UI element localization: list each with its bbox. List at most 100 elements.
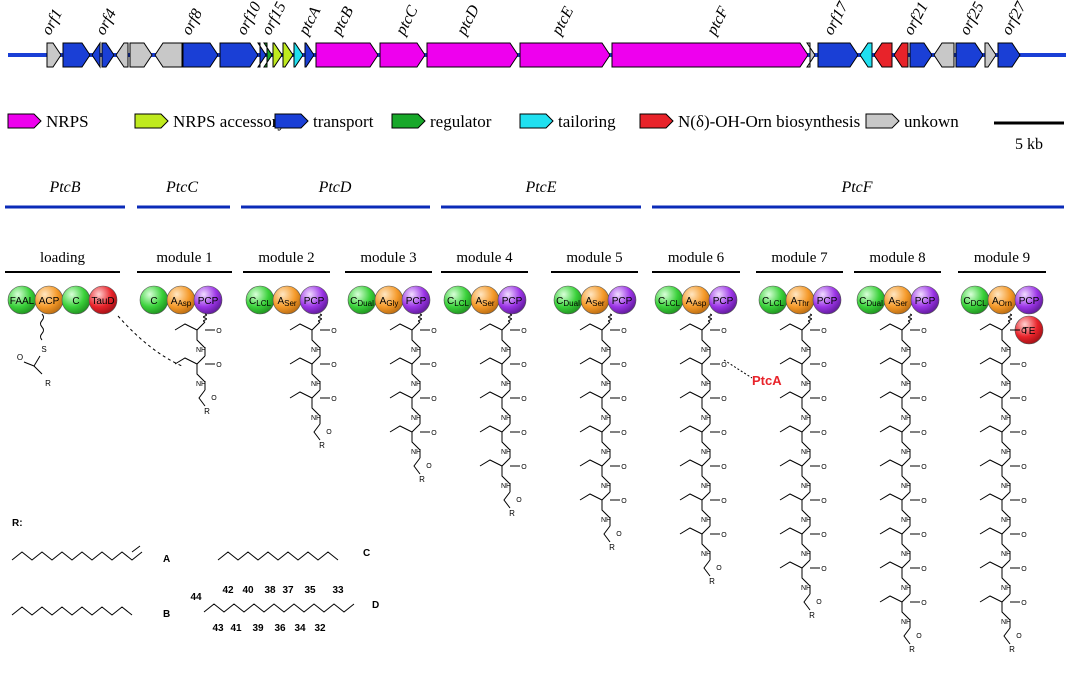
atom-label: NH — [901, 415, 911, 422]
atom-label: NH — [1001, 347, 1011, 354]
orf-label: orf25 — [957, 0, 988, 38]
atom-label: NH — [411, 381, 421, 388]
backbone-bond — [901, 559, 911, 594]
ppant-link — [1008, 313, 1012, 323]
atom-label: NH — [801, 415, 811, 422]
legend-swatch — [639, 113, 674, 129]
atom-label: NH — [701, 449, 711, 456]
orf-label: ptcA — [295, 4, 324, 39]
carbon-number: 33 — [332, 585, 344, 596]
backbone-bond — [1001, 321, 1011, 356]
atom-label: O — [1021, 566, 1027, 573]
atom-label: NH — [801, 551, 811, 558]
atom-label: O — [431, 362, 437, 369]
atom-label: R — [419, 475, 425, 484]
side-chain — [779, 323, 803, 331]
atom-label: O — [331, 328, 337, 335]
domain-label: ASer — [888, 296, 907, 308]
backbone-bond — [1001, 389, 1011, 424]
orf-label: ptcD — [453, 2, 483, 39]
atom-label: O — [821, 532, 827, 539]
atom-label: O — [821, 328, 827, 335]
domain-label: PCP — [612, 296, 633, 307]
backbone-bond — [801, 355, 811, 390]
atom-label: NH — [1001, 619, 1011, 626]
domain-label: PCP — [304, 296, 325, 307]
gene-arrow — [304, 42, 315, 68]
atom-label: O — [516, 497, 522, 504]
side-chain — [579, 459, 603, 467]
domain-label: CLCL — [658, 296, 680, 308]
side-chain — [389, 425, 413, 433]
gene-arrow — [115, 42, 129, 68]
atom-label: NH — [311, 381, 321, 388]
side-chain — [389, 391, 413, 399]
atom-label: O — [521, 464, 527, 471]
domain-label: CLCL — [447, 296, 469, 308]
domain-label: TauD — [91, 296, 114, 307]
gene-arrow — [817, 42, 859, 68]
atom-label: O — [431, 328, 437, 335]
module-label: module 7 — [771, 250, 828, 266]
backbone-bond — [196, 355, 206, 390]
backbone-bond — [411, 355, 421, 390]
backbone-bond — [701, 389, 711, 424]
atom-label: O — [821, 430, 827, 437]
atom-label: NH — [501, 381, 511, 388]
atom-label: NH — [501, 347, 511, 354]
side-chain — [389, 323, 413, 331]
atom-label: O — [716, 565, 722, 572]
gene-arrow — [257, 42, 267, 68]
ppant-link — [708, 313, 712, 323]
backbone-bond — [411, 423, 421, 458]
atom-label: NH — [601, 483, 611, 490]
side-chain — [779, 459, 803, 467]
r-chain-c — [217, 551, 339, 561]
gene-arrow — [426, 42, 519, 68]
side-chain — [579, 357, 603, 365]
atom-label: O — [921, 566, 927, 573]
atom-label: NH — [901, 517, 911, 524]
protein-label: PtcE — [524, 179, 556, 196]
module-label: module 5 — [566, 250, 622, 266]
atom-label: NH — [1001, 381, 1011, 388]
atom-label: O — [621, 498, 627, 505]
atom-label: NH — [701, 381, 711, 388]
gene-arrow — [859, 42, 873, 68]
atom-label: O — [921, 430, 927, 437]
atom-label: O — [621, 396, 627, 403]
gene-arrow — [219, 42, 259, 68]
scale-label: 5 kb — [1015, 136, 1043, 153]
carbon-number: 34 — [294, 623, 306, 634]
atom-label: NH — [196, 347, 206, 354]
gene-arrow — [129, 42, 153, 68]
atom-label: O — [1021, 396, 1027, 403]
domain-label: FAAL — [10, 296, 35, 307]
orf-label: orf27 — [999, 0, 1031, 38]
ppant-link — [203, 313, 207, 323]
atom-label: NH — [801, 347, 811, 354]
atom-label: NH — [801, 381, 811, 388]
atom-label: O — [331, 396, 337, 403]
atom-label: NH — [411, 415, 421, 422]
atom-label: NH — [1001, 551, 1011, 558]
domain-pcp — [299, 285, 329, 315]
atom-label: O — [721, 532, 727, 539]
atom-label: O — [721, 328, 727, 335]
atom-label: NH — [801, 449, 811, 456]
backbone-bond — [901, 355, 911, 390]
gene-arrow — [955, 42, 984, 68]
module-label: module 3 — [360, 250, 416, 266]
backbone-bond — [311, 355, 321, 390]
backbone-bond — [196, 321, 206, 356]
backbone-bond — [901, 457, 911, 492]
backbone-bond — [601, 423, 611, 458]
terminal-amide — [1003, 627, 1011, 645]
terminal-amide — [198, 389, 206, 407]
gene-arrow — [91, 41, 101, 69]
atom-label: O — [1021, 430, 1027, 437]
